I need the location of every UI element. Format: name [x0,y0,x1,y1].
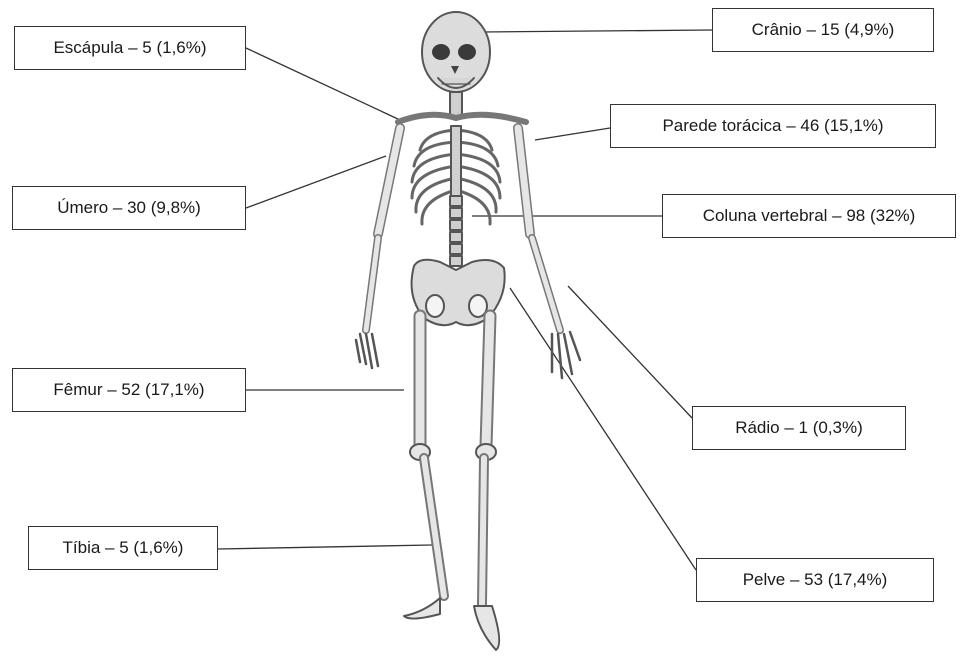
label-cranio: Crânio – 15 (4,9%) [712,8,934,52]
sternum [451,126,461,196]
leader-line-tibia [218,545,432,549]
label-tibia: Tíbia – 5 (1,6%) [28,526,218,570]
left-leg [404,316,444,619]
label-pelve: Pelve – 53 (17,4%) [696,558,934,602]
skeleton [356,12,580,650]
leader-line-radio [568,286,692,418]
label-umero: Úmero – 30 (9,8%) [12,186,246,230]
label-radio: Rádio – 1 (0,3%) [692,406,906,450]
label-parede-toracica: Parede torácica – 46 (15,1%) [610,104,936,148]
right-leg [474,316,499,650]
leader-line-escapula [246,48,400,120]
label-escapula: Escápula – 5 (1,6%) [14,26,246,70]
skull [422,12,490,92]
clavicles [398,115,526,122]
right-arm [518,128,580,378]
leader-line-parede-toracica [535,128,610,140]
label-coluna-vertebral: Coluna vertebral – 98 (32%) [662,194,956,238]
leader-line-cranio [482,30,712,32]
label-femur: Fêmur – 52 (17,1%) [12,368,246,412]
leader-line-umero [246,156,386,208]
leader-line-pelve [510,288,696,570]
spine [450,196,462,266]
